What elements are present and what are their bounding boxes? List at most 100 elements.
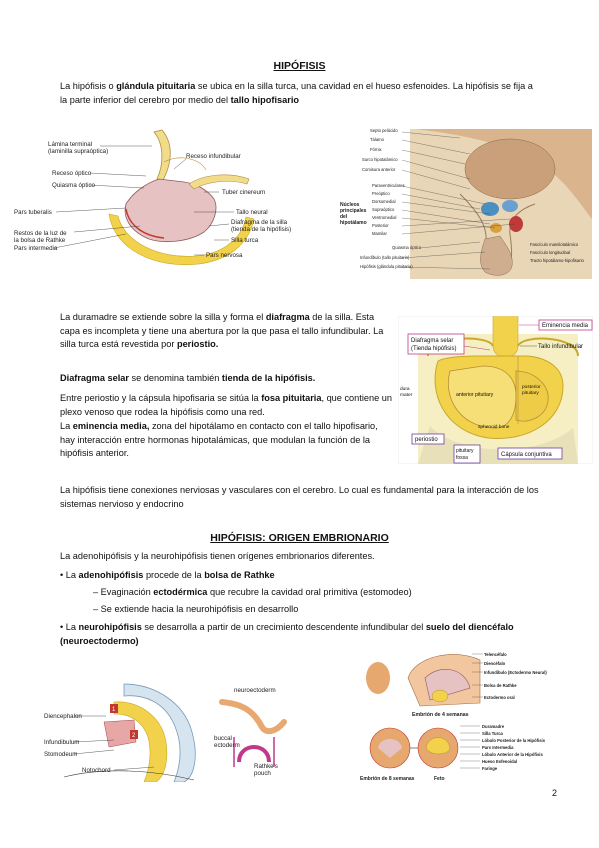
label-talamo: Tálamo (370, 137, 385, 142)
label-paraventriculares: Paraventriculares (372, 183, 405, 188)
label-bolsa-rathke: la bolsa de Rathke (14, 237, 66, 244)
label-pars-tuberalis: Pars tuberalis (14, 209, 52, 216)
label-lobulo-posterior: Lóbulo Posterior de la Hipófisis (482, 738, 546, 743)
paragraph-duramadre: La duramadre se extiende sobre la silla … (60, 311, 392, 352)
label-septo: Septo pelúcido (370, 128, 398, 133)
label-rathkes: Rathke's (254, 763, 278, 770)
label-del: del (340, 214, 348, 220)
figure-embrion-semanas: Telencéfalo Diencéfalo Infundíbulo (Ecto… (360, 648, 588, 788)
label-ectoderm: ectoderm (214, 742, 240, 749)
text-run: La adenohipófisis y la neurohipófisis ti… (60, 551, 375, 561)
bold-text: Diafragma selar (60, 373, 129, 383)
label-restos-luz: Restos de la luz de (14, 230, 67, 237)
label-pars-nervosa: Pars nervosa (206, 252, 243, 259)
label-mater: mater (400, 392, 413, 398)
bold-text: periostio. (176, 339, 219, 349)
label-ventromedial: Ventromedial (372, 215, 397, 220)
label-step-1: 1 (112, 707, 116, 713)
label-fasciculo-long: Fascículo longitudinal (530, 250, 570, 255)
label-sphenoid: sphenoid bone (478, 424, 510, 430)
label-pouch: pouch (254, 770, 271, 777)
figure-embrion-diencephalon: 1 2 Diencephalon Infundibulum Stomodeum … (44, 682, 302, 783)
paragraph-diafragma-selar: Diafragma selar se denomina también tien… (60, 372, 392, 386)
paragraph-eminencia-media: La eminencia media, zona del hipotálamo … (60, 420, 392, 461)
text-run: La hipófisis o (60, 81, 117, 91)
label-hipofisis-glandula: Hipófisis (glándula pituitaria) (360, 264, 413, 269)
text-run: Entre periostio y la cápsula hipofisaria… (60, 393, 262, 403)
page-number: 2 (552, 788, 558, 798)
label-surco: Surco hipotalámico (362, 157, 398, 162)
label-tienda-hipofisis: (tienda de la hipófisis) (231, 226, 291, 233)
figure-hypothalamus-nuclei: Septo pelúcido Tálamo Fórnix Surco hipot… (340, 124, 592, 279)
text-run: • La (60, 622, 79, 632)
label-tallo-neural: Tallo neural (236, 209, 268, 216)
text-run: se ubica en la silla turca, una cavidad … (60, 81, 533, 105)
label-pars-intermedia: Pars intermedia (14, 245, 58, 252)
label-quiasma-optico: Quiasma óptico (52, 182, 96, 189)
text-run: – Evaginación (93, 587, 154, 597)
bold-text: ectodérmica (153, 587, 208, 597)
label-embrion-4: Embrión de 4 semanas (412, 712, 469, 718)
text-run: se denomina también (128, 373, 222, 383)
bold-text: bolsa de Rathke (204, 570, 275, 580)
label-periostio: periostio (415, 437, 438, 443)
label-hueso-esfenoidal: Hueso Esfenoidal (482, 759, 517, 764)
label-tienda-hipofisis-box: (Tienda hipófisis) (411, 346, 456, 352)
paragraph-conexiones: La hipófisis tiene conexiones nerviosas … (60, 484, 540, 511)
bold-text: diafragma (265, 312, 310, 322)
label-faringe: Faringe (482, 766, 498, 771)
bullet-adenohipofisis: • La adenohipófisis procede de la bolsa … (60, 569, 540, 583)
label-fornix: Fórnix (370, 147, 383, 152)
label-lobulo-anterior: Lóbulo Anterior de la Hipófisis (482, 752, 543, 757)
label-silla-turca: Silla turca (231, 237, 259, 244)
label-lamina-terminal: Lámina terminal (48, 141, 92, 148)
text-run: se desarrolla a partir de un crecimiento… (141, 622, 426, 632)
label-dura: dura (400, 386, 410, 392)
bold-text: adenohipófisis (78, 570, 144, 580)
text-run: zona del hipotálamo en contacto con el t… (60, 421, 378, 458)
label-stomodeum: Stomodeum (44, 751, 77, 758)
label-anterior-pituitary: anterior pituitary (456, 392, 494, 398)
bullet-evaginacion: – Evaginación ectodérmica que recubre la… (93, 586, 540, 600)
label-diafragma-selar-box: Diafragma selar (411, 338, 453, 344)
label-silla-turca-5: Silla Turca (482, 731, 504, 736)
text-run: La duramadre se extiende sobre la silla … (60, 312, 266, 322)
label-step-2: 2 (132, 733, 136, 739)
label-fasciculo-mamilo: Fascículo mamilotalámico (530, 242, 579, 247)
label-nucleos: Núcleos (340, 202, 360, 208)
label-receso-infundibular: Receso infundibular (186, 153, 241, 160)
label-feto: Feto (434, 776, 445, 782)
label-pituitary: pituitary (522, 390, 539, 396)
label-quiasma: Quiasma óptico (392, 245, 422, 250)
text-run: – Se extiende hacia la neurohipófisis en… (93, 604, 299, 614)
label-pars-intermedia-5: Pars Intermedia (482, 745, 514, 750)
text-run: de la silla. Esta capa es incompleta y t… (60, 312, 384, 349)
section-title-hipofisis: HIPÓFISIS (273, 60, 326, 72)
label-comisura: Comisura anterior (362, 167, 396, 172)
text-run: La hipófisis tiene conexiones nerviosas … (60, 485, 539, 509)
label-hipotalamo: hipotálamo (340, 220, 367, 226)
label-diencephalon: Diencephalon (44, 713, 82, 720)
label-mamilar: Mamilar (372, 231, 387, 236)
label-tallo-infundibular: Tallo infundibular (538, 344, 583, 350)
label-bolsa-rathke-5: Bolsa de Rathke (484, 683, 517, 688)
label-principales: principales (340, 208, 367, 214)
label-infundibulo: Infundíbulo (tallo pituitario) (360, 255, 410, 260)
label-neuroectoderm: neuroectoderm (234, 687, 276, 694)
label-diafragma-silla: Diafragma de la silla (231, 219, 288, 226)
label-notochord: Notochord (82, 767, 111, 774)
bold-text: suelo del diencéfalo (neuroectodermo) (60, 622, 514, 646)
paragraph-origenes: La adenohipófisis y la neurohipófisis ti… (60, 550, 540, 564)
label-tracto: Tracto hipotálamo-hipofisario (530, 258, 585, 263)
text-run: , que contiene un plexo venoso que rodea… (60, 393, 392, 417)
label-embrion-8: Embrión de 8 semanas (360, 776, 415, 782)
paragraph-fosa-pituitaria: Entre periostio y la cápsula hipofisaria… (60, 392, 392, 419)
bold-text: glándula pituitaria (116, 81, 196, 91)
bold-text: neurohipófisis (78, 622, 142, 632)
label-supraoptico: Supraóptico (372, 207, 395, 212)
label-laminilla: (laminilla supraóptica) (48, 148, 108, 155)
paragraph-intro: La hipófisis o glándula pituitaria se ub… (60, 80, 540, 107)
label-diencefalo: Diencéfalo (484, 661, 506, 666)
bullet-neurohipofisis: • La neurohipófisis se desarrolla a part… (60, 621, 540, 648)
bold-text: eminencia media, (72, 421, 150, 431)
